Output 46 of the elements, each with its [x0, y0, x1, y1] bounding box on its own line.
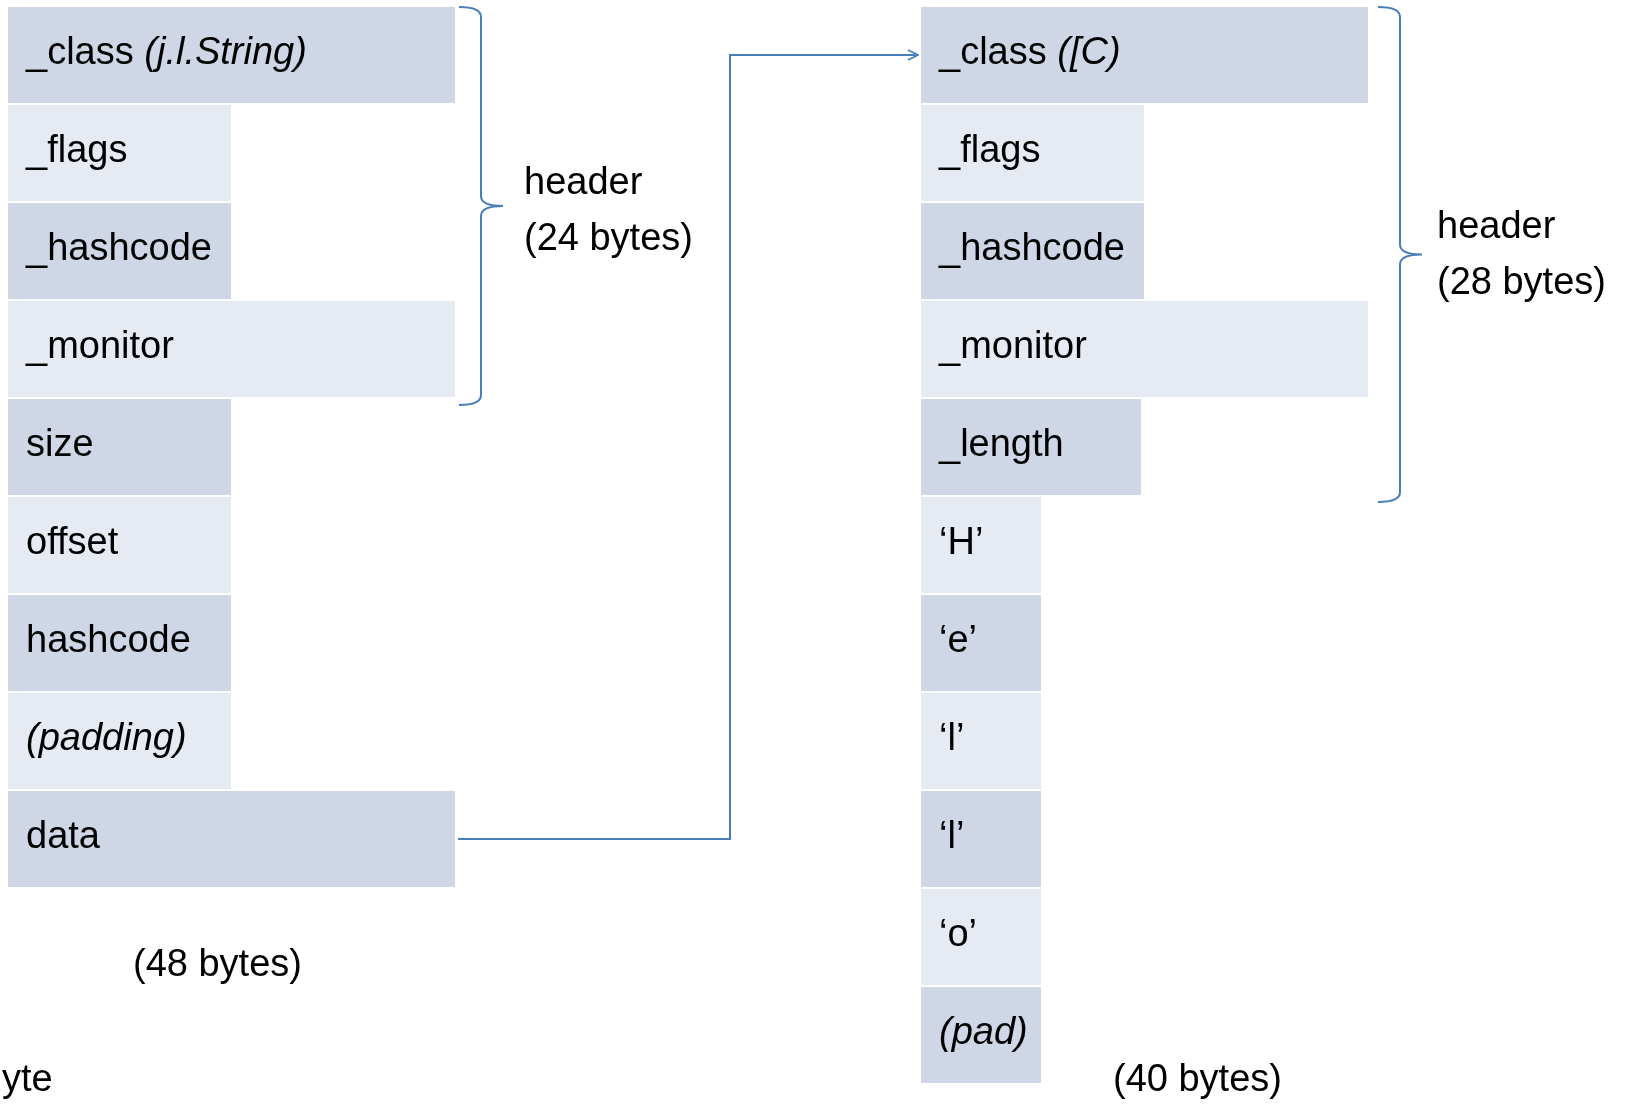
field-name: size	[26, 422, 94, 466]
memory-field	[8, 203, 231, 299]
memory-field	[8, 7, 455, 103]
memory-field	[921, 693, 1041, 789]
field-name: ‘e’	[939, 618, 978, 662]
field-name: _monitor	[26, 324, 174, 368]
memory-field	[921, 7, 1368, 103]
size-note: (40 bytes)	[1113, 1056, 1283, 1101]
memory-field	[921, 987, 1041, 1083]
size-note: yte	[2, 1056, 54, 1101]
field-name: _hashcode	[939, 226, 1125, 270]
field-name: _hashcode	[26, 226, 212, 270]
memory-field	[921, 595, 1041, 691]
field-name: ‘l’	[939, 716, 965, 760]
field-name: ‘H’	[939, 520, 984, 564]
field-name: data	[26, 814, 100, 858]
memory-field	[921, 301, 1368, 397]
field-name: _class ([C)	[939, 30, 1121, 74]
memory-field	[8, 301, 455, 397]
memory-field	[921, 791, 1041, 887]
memory-field	[8, 105, 231, 201]
field-name: _monitor	[939, 324, 1087, 368]
memory-field	[921, 105, 1144, 201]
memory-field	[8, 791, 455, 887]
size-note: (48 bytes)	[133, 941, 303, 986]
field-name: ‘o’	[939, 912, 978, 956]
memory-field	[8, 595, 231, 691]
field-name: _flags	[26, 128, 128, 172]
memory-field	[8, 399, 231, 495]
size-note: header (24 bytes)	[524, 159, 694, 260]
field-name: hashcode	[26, 618, 191, 662]
field-name: ‘l’	[939, 814, 965, 858]
field-name: _class (j.l.String)	[26, 30, 307, 74]
field-name: (padding)	[26, 716, 187, 760]
memory-field	[921, 889, 1041, 985]
field-name: _length	[939, 422, 1064, 466]
arrow	[457, 49, 919, 840]
memory-field	[8, 497, 231, 593]
memory-field	[921, 203, 1144, 299]
field-name: _flags	[939, 128, 1041, 172]
field-name: (pad)	[939, 1010, 1028, 1054]
field-name: offset	[26, 520, 119, 564]
memory-field	[921, 399, 1141, 495]
size-note: header (28 bytes)	[1437, 203, 1607, 304]
memory-field	[921, 497, 1041, 593]
memory-field	[8, 693, 231, 789]
